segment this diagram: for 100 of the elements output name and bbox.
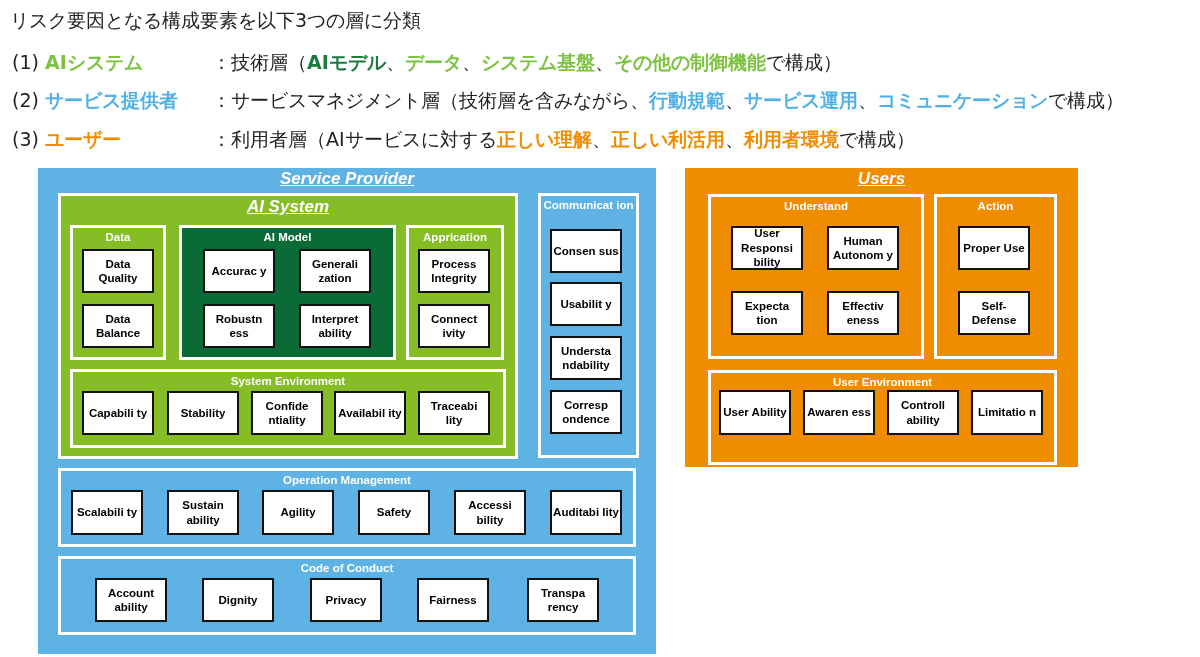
element-box [334, 391, 406, 435]
element-label: Safety [375, 505, 413, 520]
element-box [887, 390, 959, 435]
element-label: Privacy [324, 592, 368, 608]
element-box [203, 304, 275, 348]
element-box [719, 390, 791, 435]
element-box [827, 291, 899, 335]
element-label: User Responsi bility [740, 226, 794, 270]
element-box [167, 391, 239, 435]
element-box [550, 336, 622, 380]
element-label: Account ability [107, 585, 155, 615]
element-label: Limitatio n [976, 405, 1038, 420]
layer-panel [685, 168, 1078, 467]
element-label: Dignity [217, 592, 259, 608]
layer-title: AI System [245, 197, 331, 217]
element-label: Scalabili ty [75, 505, 139, 520]
element-box [310, 578, 382, 622]
layer-description: (3) ユーザー [12, 127, 121, 152]
element-label: Traceabi lity [429, 398, 479, 428]
element-box [731, 226, 803, 270]
category-panel [179, 225, 396, 360]
category-panel [58, 468, 636, 547]
layer-description: ：サービスマネジメント層（技術層を含みながら、行動規範、サービス運用、コミュニケーションで構成） [212, 88, 1124, 113]
category-title: Understand [783, 200, 849, 214]
element-label: Stability [179, 405, 227, 421]
element-box [203, 249, 275, 293]
element-label: Data Quality [97, 256, 139, 286]
element-label: Corresp ondence [561, 397, 611, 427]
category-title: Code of Conduct [299, 562, 395, 576]
layer-description: ：利用者層（AIサービスに対する正しい理解、正しい利活用、利用者環境で構成） [212, 127, 915, 152]
element-box [803, 390, 875, 435]
element-label: Expecta tion [743, 298, 791, 328]
category-panel [70, 369, 506, 448]
element-label: Agility [279, 505, 317, 520]
category-title: AI Model [262, 231, 313, 245]
category-panel [70, 225, 166, 360]
element-box [971, 390, 1043, 435]
element-box [82, 249, 154, 293]
element-box [550, 282, 622, 326]
element-box [358, 490, 430, 535]
element-label: Consen sus [552, 243, 620, 259]
element-label: User Ability [722, 405, 788, 420]
layer-description: (1) AIシステム [12, 50, 143, 75]
element-box [251, 391, 323, 435]
element-box [71, 490, 143, 535]
category-panel [538, 193, 639, 458]
layer-title: Users [856, 169, 907, 189]
element-label: Connect ivity [430, 311, 478, 341]
element-label: Controll ability [899, 398, 947, 427]
element-label: Accessi bility [467, 498, 513, 527]
category-panel [708, 370, 1057, 465]
element-box [827, 226, 899, 270]
element-label: Usabilit y [559, 296, 613, 312]
element-label: Confide ntiality [264, 398, 310, 428]
element-label: Effectiv eness [841, 298, 885, 328]
element-label: Accurac y [210, 263, 268, 279]
element-box [550, 390, 622, 434]
element-label: Sustain ability [181, 498, 225, 527]
element-box [418, 391, 490, 435]
category-title: Apprication [422, 231, 488, 245]
element-box [299, 304, 371, 348]
element-box [95, 578, 167, 622]
element-label: Fairness [428, 592, 478, 608]
element-box [418, 304, 490, 348]
element-label: Self-Defense [970, 298, 1018, 328]
element-box [82, 391, 154, 435]
element-label: Data Balance [94, 311, 142, 341]
layer-description: (2) サービス提供者 [12, 88, 178, 113]
layer-panel [38, 168, 656, 654]
element-label: Awaren ess [806, 405, 872, 420]
element-label: Generali zation [311, 256, 359, 286]
element-box [167, 490, 239, 535]
category-title: Communicat ion [542, 199, 635, 213]
category-title: Data [104, 231, 132, 245]
element-box [454, 490, 526, 535]
category-panel [708, 194, 924, 359]
element-box [418, 249, 490, 293]
element-box [262, 490, 334, 535]
element-label: Proper Use [962, 240, 1026, 256]
element-box [550, 229, 622, 273]
element-box [731, 291, 803, 335]
layer-description: ：技術層（AIモデル、データ、システム基盤、その他の制御機能で構成） [212, 50, 842, 75]
element-box [958, 226, 1030, 270]
element-box [417, 578, 489, 622]
element-label: Capabili ty [87, 405, 149, 421]
element-box [299, 249, 371, 293]
category-title: User Environment [831, 376, 934, 390]
category-panel [406, 225, 504, 360]
category-title: System Environment [229, 375, 347, 389]
element-box [82, 304, 154, 348]
layer-title: Service Provider [278, 169, 416, 189]
element-label: Auditabi lity [552, 505, 620, 520]
element-box [958, 291, 1030, 335]
category-panel [58, 556, 636, 635]
element-label: Understa ndability [560, 343, 612, 373]
layer-panel [58, 193, 518, 459]
element-label: Robustn ess [214, 311, 264, 341]
element-label: Transpa rency [539, 585, 587, 615]
category-title: Operation Management [282, 474, 412, 488]
element-label: Process Integrity [430, 256, 478, 286]
